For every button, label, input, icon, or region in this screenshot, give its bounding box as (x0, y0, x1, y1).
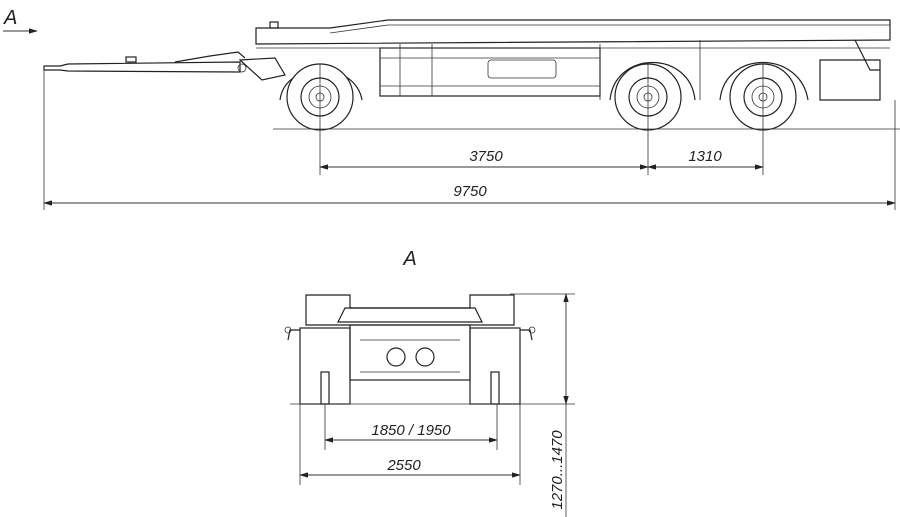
view-marker-label: A (3, 7, 17, 29)
rear-view-title: A (402, 248, 416, 270)
mid-fender (609, 61, 696, 101)
dim-1310: 1310 (688, 148, 722, 165)
rear-fender (719, 61, 809, 101)
side-view: 3750 1310 9750 (43, 19, 900, 210)
side-dimensions: 3750 1310 9750 (43, 64, 896, 210)
rear-body (284, 294, 536, 405)
view-direction-marker: A (3, 7, 38, 34)
dim-3750: 3750 (469, 148, 503, 165)
rear-view: A 1850 / 1950 (284, 248, 575, 517)
rear-dimensions: 1850 / 1950 2550 1270...1470 (299, 293, 575, 517)
dim-9750: 9750 (453, 183, 487, 200)
drawbar (43, 51, 286, 81)
dim-platform-height: 1270...1470 (549, 430, 566, 510)
chassis-frame (255, 19, 891, 101)
dim-track-width: 1850 / 1950 (371, 422, 451, 439)
dim-2550: 2550 (386, 457, 421, 474)
